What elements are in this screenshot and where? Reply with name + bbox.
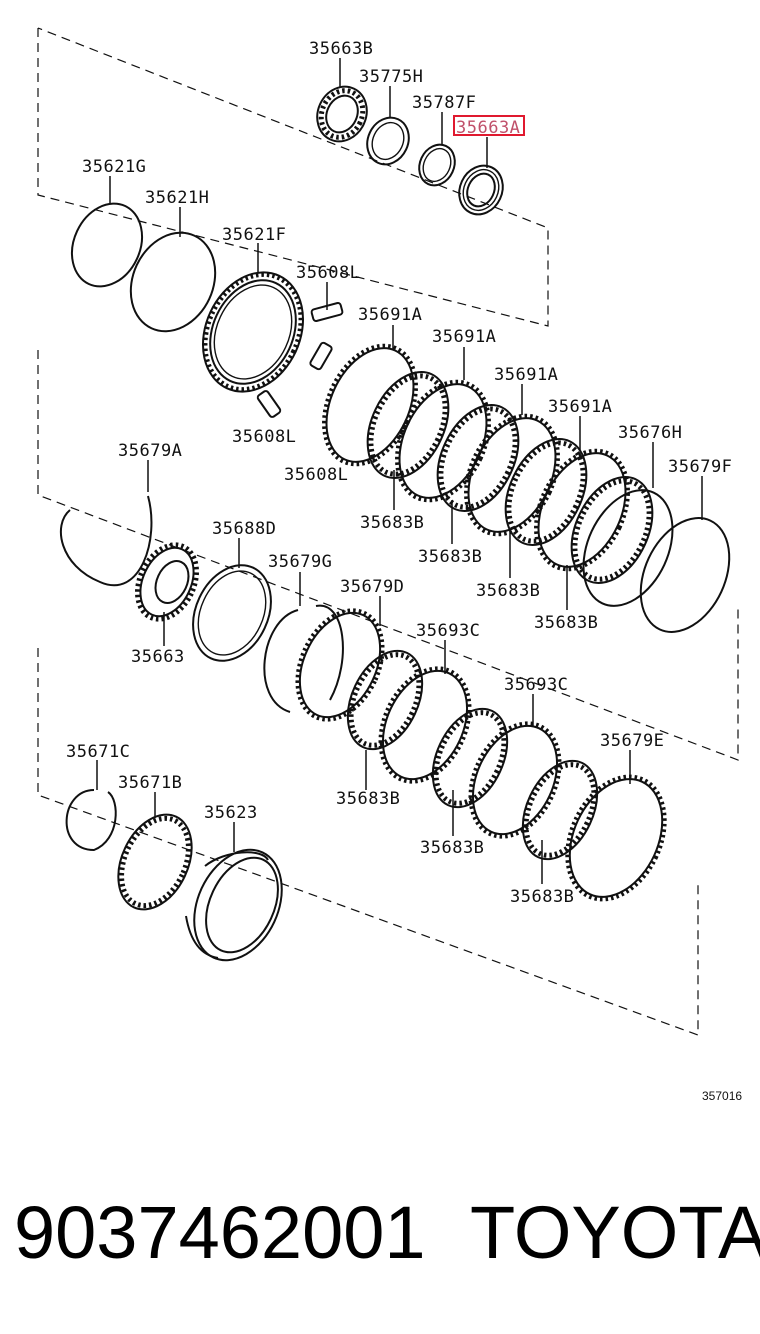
part-35671C-snap-ring[interactable]: [65, 789, 117, 852]
figure-reference: 357016: [702, 1089, 742, 1103]
label-35693C-b: 35693C: [504, 675, 568, 695]
part-35621H-o-ring[interactable]: [115, 219, 231, 345]
label-35676H: 35676H: [618, 423, 682, 443]
label-35691A-b: 35691A: [432, 327, 496, 347]
part-labels: 35663B 35775H 35787F 35663A 35621G 35621…: [66, 39, 742, 1103]
label-35691A-d: 35691A: [548, 397, 612, 417]
label-35683B-f: 35683B: [420, 838, 484, 858]
label-35608L-b: 35608L: [232, 427, 296, 447]
part-35671B-plate[interactable]: [104, 803, 206, 922]
part-35663A-bearing[interactable]: [451, 158, 510, 221]
part-35679A-snap-ring[interactable]: [59, 495, 153, 587]
label-35683B-e: 35683B: [336, 789, 400, 809]
label-35683B-c: 35683B: [476, 581, 540, 601]
part-35621G-o-ring[interactable]: [59, 192, 155, 298]
part-35787F-washer[interactable]: [413, 139, 462, 191]
label-35683B-d: 35683B: [534, 613, 598, 633]
label-35693C-a: 35693C: [416, 621, 480, 641]
label-35787F: 35787F: [412, 93, 476, 113]
label-35671C: 35671C: [66, 742, 130, 762]
highlight-box-35663A: [453, 115, 525, 136]
label-35683B-g: 35683B: [510, 887, 574, 907]
part-35775H-washer[interactable]: [360, 111, 417, 171]
label-35683B-b: 35683B: [418, 547, 482, 567]
label-35679A: 35679A: [118, 441, 182, 461]
label-35663A: 35663A: [456, 118, 520, 138]
brand-name: TOYOTA: [470, 1191, 760, 1274]
part-35663-bearing[interactable]: [126, 535, 208, 629]
label-35679E: 35679E: [600, 731, 664, 751]
label-35679D: 35679D: [340, 577, 404, 597]
part-35623-drum[interactable]: [177, 836, 299, 975]
label-35679G: 35679G: [268, 552, 332, 572]
label-35688D: 35688D: [212, 519, 276, 539]
part-35679G-snap-ring[interactable]: [263, 604, 344, 713]
part-35688D-ring[interactable]: [178, 552, 286, 673]
group-outline-bottom: [37, 648, 699, 1036]
part-35621F-piston[interactable]: [184, 256, 322, 408]
label-35608L-c: 35608L: [284, 465, 348, 485]
part-35608L-spring-c[interactable]: [256, 390, 282, 418]
part-35608L-spring-b[interactable]: [309, 341, 333, 371]
label-35663: 35663: [131, 647, 185, 667]
group-outline-top: [37, 27, 549, 327]
label-35623: 35623: [204, 803, 258, 823]
label-35679F: 35679F: [668, 457, 732, 477]
label-35621F: 35621F: [222, 225, 286, 245]
group-outline-middle: [37, 350, 739, 761]
footer: 9037462001 TOYOTA: [0, 1190, 760, 1280]
label-35691A-a: 35691A: [358, 305, 422, 325]
label-35691A-c: 35691A: [494, 365, 558, 385]
leader-lines-lower: [96, 640, 631, 884]
label-35663B: 35663B: [309, 39, 373, 59]
label-35621G: 35621G: [82, 157, 146, 177]
label-35683B-a: 35683B: [360, 513, 424, 533]
label-35621H: 35621H: [145, 188, 209, 208]
part-number: 9037462001: [14, 1191, 426, 1274]
clutch-pack-upper[interactable]: [307, 331, 747, 646]
label-35671B: 35671B: [118, 773, 182, 793]
clutch-pack-lower[interactable]: [281, 597, 682, 914]
part-35663B-bearing[interactable]: [308, 78, 375, 149]
label-35608L-a: 35608L: [296, 263, 360, 283]
label-35775H: 35775H: [359, 67, 423, 87]
leader-lines-middle: [147, 325, 703, 646]
part-35608L-spring-a[interactable]: [310, 301, 344, 323]
